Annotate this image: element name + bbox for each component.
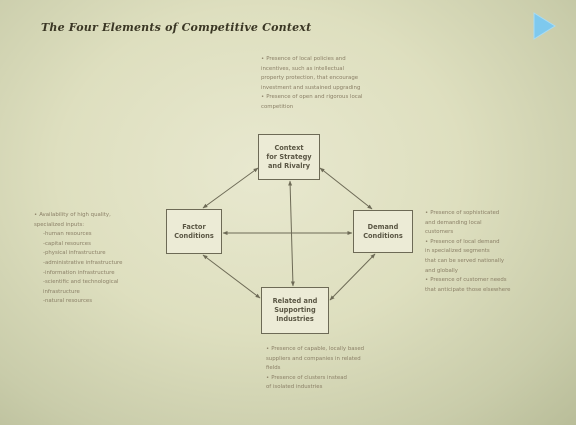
factor-note-item: -human resources xyxy=(43,231,92,238)
related-note: Presence of capable, locally based suppl… xyxy=(266,345,426,374)
context-note: Presence of local policies and incentive… xyxy=(261,55,391,93)
demand-note: Presence of sophisticated and demanding … xyxy=(425,209,565,238)
arrow-context-related xyxy=(288,180,295,287)
factor-notes-header: Availability of high quality, specialize… xyxy=(34,211,166,230)
arrow-factor-related xyxy=(202,254,261,299)
demand-notes: Presence of sophisticated and demanding … xyxy=(425,209,565,295)
play-triangle-icon xyxy=(533,12,556,40)
factor-note-item: -natural resources xyxy=(43,298,93,305)
context-note: Presence of open and rigorous local comp… xyxy=(261,93,391,112)
factor-note-item: -physical infrastructure xyxy=(43,250,106,257)
context-strategy-rivalry-box: Context for Strategy and Rivalry xyxy=(258,134,320,180)
related-notes: Presence of capable, locally based suppl… xyxy=(266,345,426,393)
factor-note-item: -administrative infrastructure xyxy=(43,259,123,266)
arrow-demand-related xyxy=(329,253,376,301)
demand-conditions-box: Demand Conditions xyxy=(353,210,413,253)
demand-note: Presence of local demand in specialized … xyxy=(425,238,565,276)
factor-notes: Availability of high quality, specialize… xyxy=(34,211,166,307)
arrow-context-demand xyxy=(319,167,373,210)
play-button[interactable] xyxy=(532,12,556,40)
factor-note-item: -scientific and technological infrastruc… xyxy=(43,279,119,295)
slide-title: The Four Elements of Competitive Context xyxy=(41,21,312,34)
related-note: Presence of clusters instead of isolated… xyxy=(266,374,426,393)
arrow-context-factor xyxy=(202,167,259,209)
factor-note-item: -capital resources xyxy=(43,240,91,247)
context-notes: Presence of local policies and incentive… xyxy=(261,55,391,113)
factor-note-item: -information infrastructure xyxy=(43,269,115,276)
demand-note: Presence of customer needs that anticipa… xyxy=(425,276,565,295)
factor-conditions-box: Factor Conditions xyxy=(166,209,222,254)
related-supporting-industries-box: Related and Supporting Industries xyxy=(261,287,329,334)
